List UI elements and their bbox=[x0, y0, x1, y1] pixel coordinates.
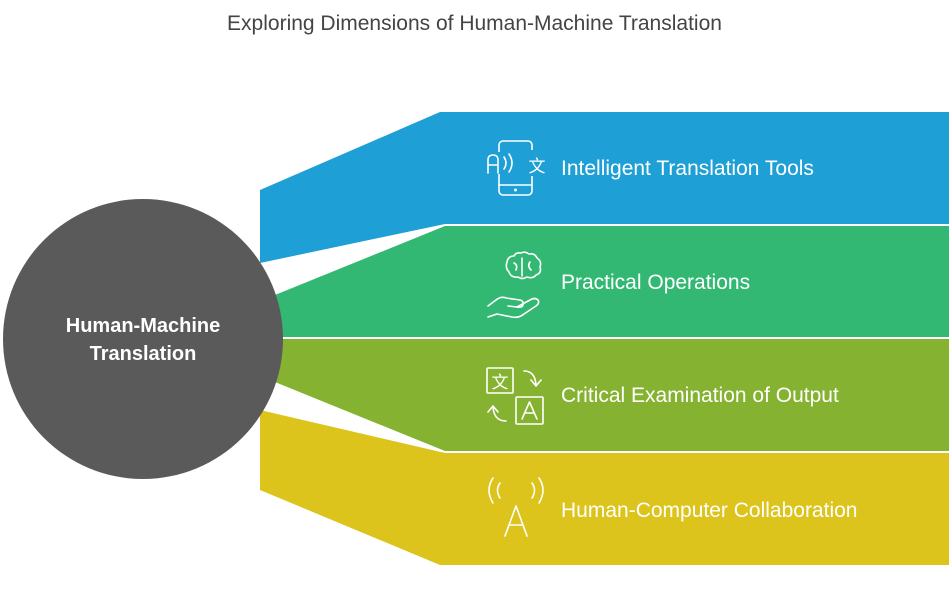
broadcast-a-icon bbox=[488, 477, 544, 537]
branch-label-practical-operations: Practical Operations bbox=[561, 271, 750, 294]
branch-label-critical-examination: Critical Examination of Output bbox=[561, 384, 839, 407]
branch-label-intelligent-translation-tools: Intelligent Translation Tools bbox=[561, 157, 814, 180]
svg-text:文: 文 bbox=[529, 157, 546, 177]
hub-label-line2: Translation bbox=[90, 343, 197, 365]
hub-label-line1: Human-Machine bbox=[66, 315, 220, 337]
hub-circle bbox=[3, 199, 283, 479]
page-title: Exploring Dimensions of Human-Machine Tr… bbox=[227, 12, 722, 35]
hand-brain-icon bbox=[487, 251, 542, 319]
phone-translate-icon: 文 bbox=[486, 140, 548, 196]
branch-band-practical-operations bbox=[270, 226, 949, 337]
branch-band-critical-examination bbox=[270, 339, 949, 451]
branch-band-intelligent-translation-tools bbox=[260, 112, 949, 263]
branch-label-human-computer-collaboration: Human-Computer Collaboration bbox=[561, 499, 857, 522]
svg-text:文: 文 bbox=[492, 373, 509, 393]
language-swap-icon: 文 bbox=[486, 367, 544, 425]
branch-band-human-computer-collaboration bbox=[260, 410, 949, 565]
